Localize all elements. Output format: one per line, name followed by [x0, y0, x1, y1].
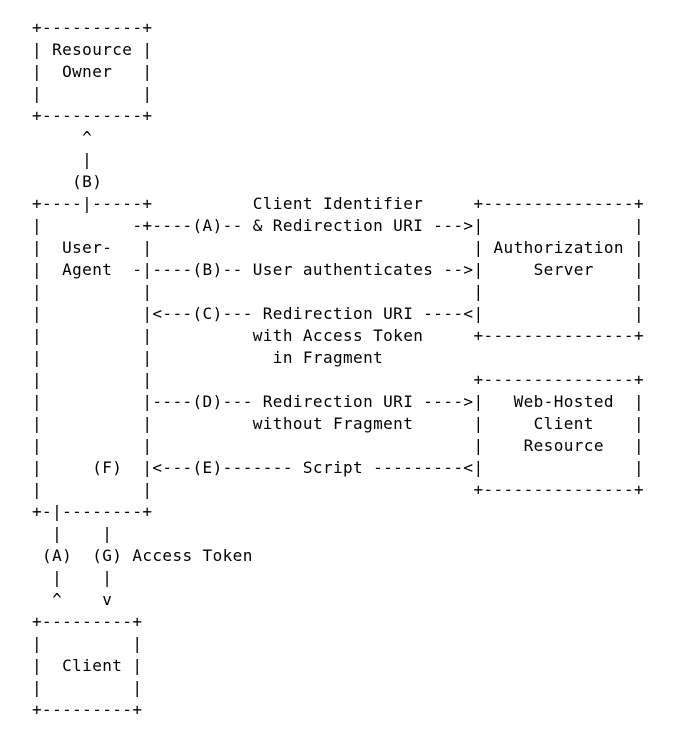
- ascii-flow-diagram: +----------+ | Resource | | Owner | | | …: [32, 18, 645, 719]
